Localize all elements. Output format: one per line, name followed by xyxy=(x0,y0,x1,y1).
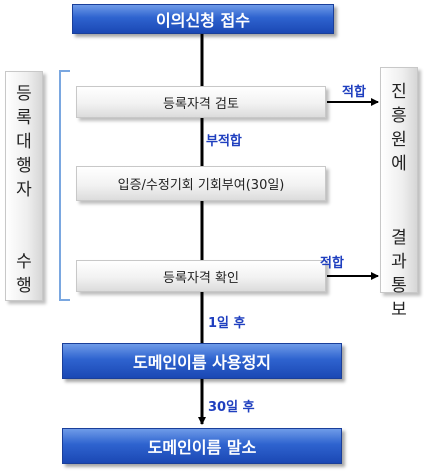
node-review-label: 등록자격 검토 xyxy=(163,96,239,112)
node-review: 등록자격 검토 xyxy=(76,86,326,118)
label-after-30days: 30일 후 xyxy=(208,400,255,415)
node-receipt-label: 이의신청 접수 xyxy=(156,11,250,30)
label-fit-review: 적합 xyxy=(342,85,366,100)
node-opportunity-label: 입증/수정기회 기회부여(30일) xyxy=(117,178,285,193)
node-delete: 도메인이름 말소 xyxy=(62,428,342,464)
bracket xyxy=(59,70,70,301)
label-fit-confirm: 적합 xyxy=(320,256,344,271)
node-receipt: 이의신청 접수 xyxy=(72,4,334,34)
node-delete-label: 도메인이름 말소 xyxy=(147,438,257,457)
node-confirm: 등록자격 확인 xyxy=(76,260,326,292)
node-confirm-label: 등록자격 확인 xyxy=(163,270,239,286)
label-after-1day: 1일 후 xyxy=(208,316,246,331)
label-unfit: 부적합 xyxy=(206,134,242,149)
node-suspend: 도메인이름 사용정지 xyxy=(62,343,342,379)
node-opportunity: 입증/수정기회 기회부여(30일) xyxy=(76,166,326,201)
node-suspend-label: 도메인이름 사용정지 xyxy=(132,353,272,372)
